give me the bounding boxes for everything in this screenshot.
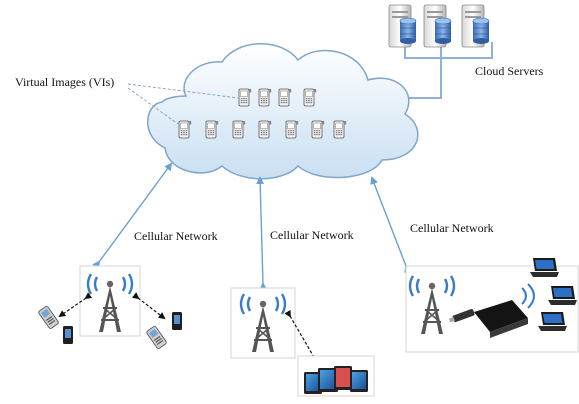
phone-icon: [258, 88, 272, 107]
phone-icon: [285, 120, 299, 139]
phone-icon: [238, 88, 252, 107]
server-icon: [423, 4, 452, 48]
tablet-group: [304, 366, 368, 394]
phone-icon: [178, 120, 192, 139]
server-icon: [388, 4, 417, 48]
left-cell-site: [37, 265, 182, 350]
wifi-waves: [521, 283, 535, 309]
phone-icon: [303, 88, 317, 107]
router-icon: [474, 300, 528, 332]
cloud-servers-label: Cloud Servers: [475, 64, 544, 78]
phone-icon: [232, 120, 246, 139]
phone-icon: [205, 120, 219, 139]
phone-icon: [333, 120, 347, 139]
usb-modem-icon: [448, 309, 475, 323]
phone-icon: [278, 88, 292, 107]
cloud-servers: [388, 4, 490, 48]
virtual-images-label: Virtual Images (VIs): [15, 75, 115, 89]
cellular-network-right-label: Cellular Network: [410, 221, 494, 235]
device-links: [58, 292, 166, 320]
phone-icon: [258, 120, 272, 139]
vi-callout-lines: [127, 83, 239, 125]
right-access-site: [405, 258, 579, 353]
cellular-network-middle-label: Cellular Network: [270, 228, 354, 242]
middle-cell-site: [230, 287, 375, 397]
server-icon: [461, 4, 490, 48]
mobile-phone-icon: [37, 305, 60, 330]
cloud-shape: [147, 43, 419, 180]
phone-icon: [311, 120, 325, 139]
cellular-network-left-label: Cellular Network: [134, 229, 218, 243]
mobile-phone-icon: [145, 325, 168, 350]
network-links: [92, 162, 412, 291]
